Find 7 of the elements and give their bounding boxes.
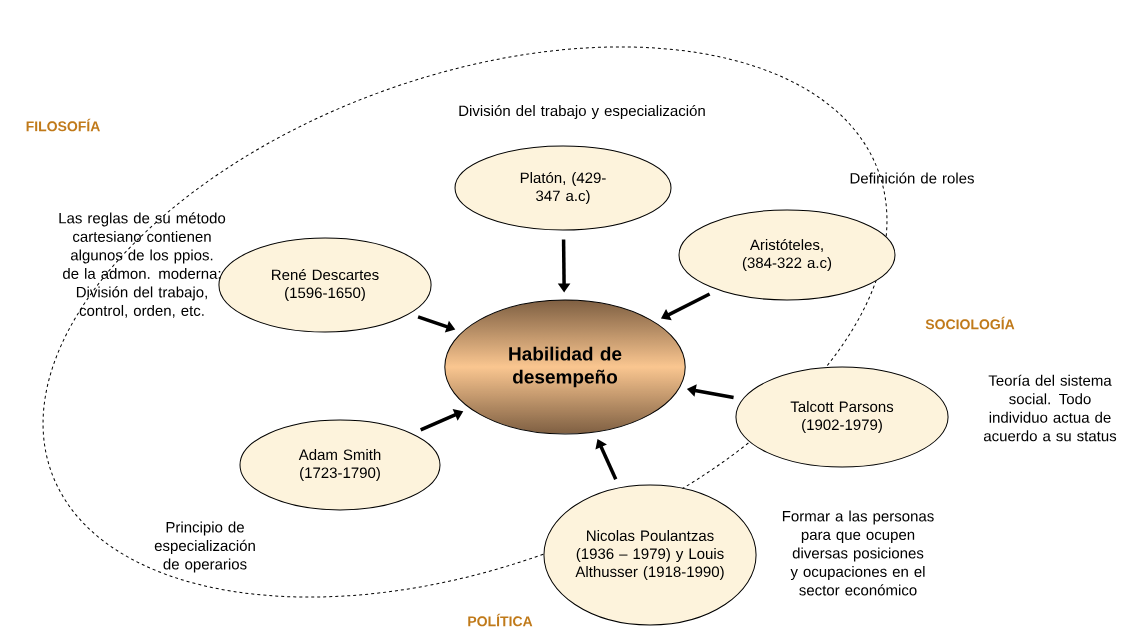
note-text: Formar a las personas para que ocupen diversas posiciones y ocupaciones en el sector económico bbox=[782, 510, 934, 596]
note-text: Definición de roles bbox=[850, 172, 974, 184]
note-text: División del trabajo y especialización bbox=[459, 104, 705, 120]
note-text: Principio de especialización de operarios bbox=[154, 521, 255, 573]
section-heading: FILOSOFÍA bbox=[26, 118, 100, 132]
section-heading: SOCIOLOGÍA bbox=[925, 316, 1015, 330]
note-text: Teoría del sistema social. Todo individuo actua de acuerdo a su status bbox=[983, 374, 1117, 442]
